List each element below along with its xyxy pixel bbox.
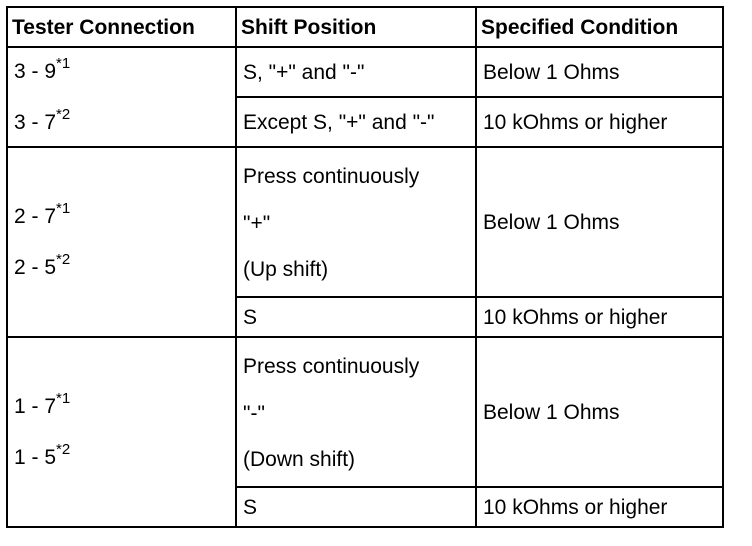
header-specified-condition: Specified Condition	[475, 6, 724, 48]
specification-table: Tester Connection Shift Position Specifi…	[6, 6, 724, 528]
connection-value: 3 - 9*1	[14, 56, 229, 84]
shift-position-cell: Press continuously "-" (Down shift)	[235, 336, 477, 488]
header-tester-connection: Tester Connection	[6, 6, 237, 48]
specified-condition-cell: 10 kOhms or higher	[475, 96, 724, 148]
connection-value: 2 - 7*1	[14, 201, 229, 229]
footnote-marker: *1	[56, 200, 71, 217]
footnote-marker: *2	[56, 106, 71, 123]
connection-value: 1 - 7*1	[14, 391, 229, 419]
tester-connection-cell: 3 - 9*1 3 - 7*2	[6, 46, 237, 148]
specified-condition-cell: Below 1 Ohms	[475, 336, 724, 488]
header-shift-position: Shift Position	[235, 6, 477, 48]
footnote-marker: *2	[56, 251, 71, 268]
footnote-marker: *1	[56, 390, 71, 407]
table-row: S 10 kOhms or higher	[7, 296, 724, 338]
tester-connection-cell: 1 - 7*1 1 - 5*2	[6, 336, 237, 528]
connection-value: 1 - 5*2	[14, 442, 229, 470]
press-key: "-"	[243, 401, 265, 425]
specified-condition-cell: 10 kOhms or higher	[475, 296, 724, 338]
connection-pins: 1 - 7	[14, 395, 57, 418]
connection-pins: 2 - 5	[14, 256, 57, 279]
shift-position-cell: S	[235, 486, 477, 528]
table-row: Except S, "+" and "-" 10 kOhms or higher	[7, 96, 724, 148]
header-row: Tester Connection Shift Position Specifi…	[6, 6, 724, 48]
shift-position-cell: Press continuously "+" (Up shift)	[235, 146, 477, 298]
shift-position-cell: Except S, "+" and "-"	[235, 96, 477, 148]
press-direction: (Down shift)	[243, 448, 356, 471]
connection-value: 2 - 5*2	[14, 252, 229, 280]
connection-pins: 1 - 5	[14, 446, 57, 469]
connection-pins: 2 - 7	[14, 205, 57, 228]
table-row: 1 - 7*1 1 - 5*2 Press continuously "-" (…	[6, 336, 724, 528]
connection-pins: 3 - 9	[14, 60, 57, 83]
table-row: S 10 kOhms or higher	[7, 486, 724, 528]
press-direction: (Up shift)	[243, 258, 329, 281]
tester-connection-cell: 2 - 7*1 2 - 5*2	[6, 146, 237, 338]
specified-condition-cell: 10 kOhms or higher	[475, 486, 724, 528]
table-row: 3 - 9*1 3 - 7*2 S, "+" and "-" Below 1 O…	[6, 46, 724, 148]
footnote-marker: *1	[56, 55, 71, 72]
specified-condition-cell: Below 1 Ohms	[475, 46, 724, 98]
press-instruction: Press continuously	[243, 165, 420, 188]
connection-value: 3 - 7*2	[14, 107, 229, 135]
connection-pins: 3 - 7	[14, 111, 57, 134]
press-instruction: Press continuously	[243, 355, 420, 378]
press-key: "+"	[243, 211, 271, 235]
footnote-marker: *2	[56, 441, 71, 458]
shift-position-cell: S	[235, 296, 477, 338]
shift-position-cell: S, "+" and "-"	[235, 46, 477, 98]
specified-condition-cell: Below 1 Ohms	[475, 146, 724, 298]
table-row: 2 - 7*1 2 - 5*2 Press continuously "+" (…	[6, 146, 724, 338]
